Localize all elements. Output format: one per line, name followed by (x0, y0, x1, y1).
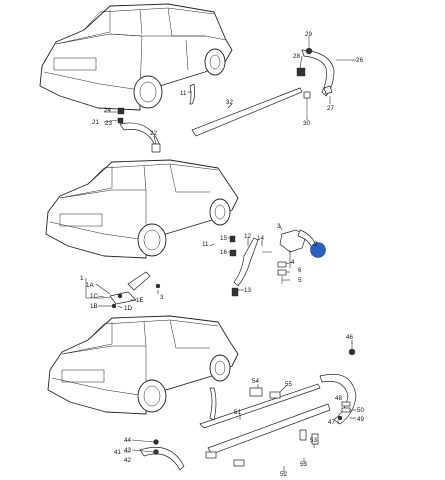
label-53b: 53 (300, 461, 307, 468)
parts-group-middle (109, 229, 326, 309)
label-46: 46 (346, 334, 353, 341)
label-54: 54 (252, 378, 259, 385)
parts-group-bottom (139, 342, 357, 471)
label-49: 49 (357, 416, 364, 423)
label-44: 44 (124, 437, 131, 444)
label-14: 14 (257, 235, 264, 242)
label-16: 16 (220, 249, 227, 256)
label-55: 55 (285, 381, 292, 388)
label-1: 1 (80, 275, 84, 282)
label-43: 43 (124, 447, 131, 454)
label-41: 41 (114, 449, 121, 456)
label-1A: 1A (86, 282, 94, 289)
label-23: 23 (105, 120, 112, 127)
label-52: 52 (280, 471, 287, 478)
label-47: 47 (328, 419, 335, 426)
label-51: 51 (234, 409, 241, 416)
label-28: 28 (293, 53, 300, 60)
clip-28 (296, 67, 306, 77)
label-26: 26 (356, 57, 363, 64)
leader-lines (85, 36, 356, 474)
trim-11 (189, 83, 196, 105)
parts-group-top (117, 38, 352, 153)
label-53: 53 (310, 437, 317, 444)
label-15: 15 (220, 235, 227, 242)
car-illustration-top (39, 3, 233, 111)
nut-29 (305, 47, 313, 55)
wheel-arch-trim-41 (139, 446, 185, 471)
label-30: 30 (303, 120, 310, 127)
sill-trim-51 (207, 403, 331, 455)
label-21: 21 (92, 119, 99, 126)
label-48: 48 (335, 395, 342, 402)
label-24: 24 (104, 107, 111, 114)
label-3: 3 (277, 223, 281, 230)
part-number-labels: 29 28 26 27 30 32 11 24 21 23 22 3 4 2 5… (80, 31, 364, 478)
car-illustration-middle (45, 159, 239, 259)
highlight-marker (310, 242, 326, 258)
label-1B: 1B (90, 303, 98, 310)
flap-1 (127, 271, 151, 291)
label-1C: 1C (90, 293, 98, 300)
label-32: 32 (226, 99, 233, 106)
label-27: 27 (327, 105, 334, 112)
car-illustration-bottom (47, 315, 239, 415)
label-1E: 1E (136, 297, 144, 304)
label-29: 29 (305, 31, 312, 38)
label-2: 2 (314, 241, 318, 248)
trim-12 (233, 237, 259, 287)
label-11-top: 11 (180, 90, 187, 97)
label-6: 6 (298, 267, 302, 274)
label-42: 42 (124, 457, 131, 464)
label-3-lower: 3 (160, 294, 164, 301)
label-12: 12 (244, 233, 251, 240)
label-22: 22 (150, 130, 157, 137)
label-13: 13 (244, 287, 251, 294)
sill-trim-32 (191, 87, 303, 137)
label-1D: 1D (124, 305, 132, 312)
clip-54 (249, 387, 263, 397)
label-5: 5 (298, 277, 302, 284)
wheel-arch-liner-rear (301, 49, 335, 97)
label-11-middle: 11 (202, 241, 209, 248)
label-50: 50 (357, 407, 364, 414)
label-4: 4 (291, 259, 295, 266)
